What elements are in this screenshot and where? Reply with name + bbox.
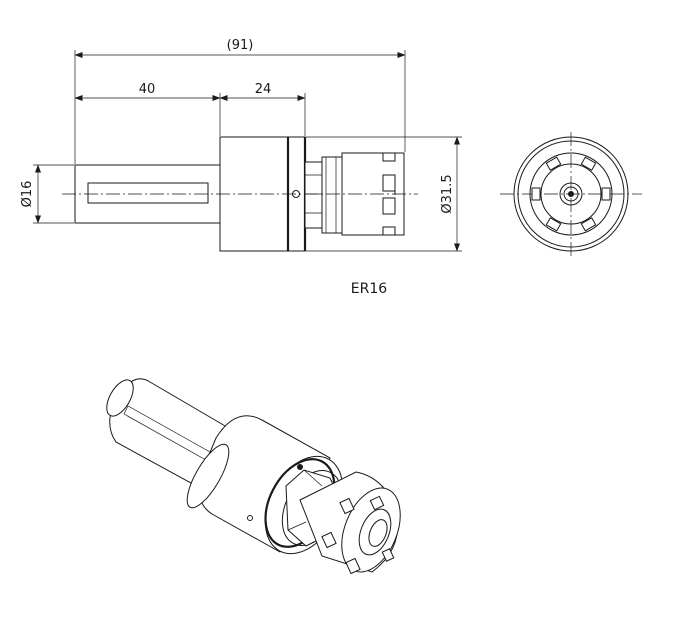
end-view-slot — [545, 217, 562, 232]
iso-collet-slot — [369, 495, 385, 511]
iso-collet-slot — [339, 497, 355, 515]
dimensions: (91) 40 24 Ø16 Ø31.5 — [20, 38, 462, 252]
outer-circle — [513, 136, 629, 252]
iso-collet-slot — [321, 531, 337, 549]
clamp-nut — [304, 161, 323, 229]
collet-nut-circle — [529, 152, 613, 236]
collet-bore — [559, 182, 583, 206]
end-view-slot — [545, 156, 562, 171]
dim-shank-length: 40 — [139, 82, 156, 97]
end-view-slot — [531, 187, 541, 201]
isometric-view — [106, 378, 401, 575]
end-view-slots — [531, 156, 611, 232]
shank-flat — [87, 182, 209, 204]
end-view-slot — [601, 187, 611, 201]
collet-slot — [382, 152, 396, 162]
dim-body-length: 24 — [255, 82, 272, 97]
dim-overall-length: (91) — [227, 38, 254, 53]
iso-collet-slot — [345, 557, 361, 575]
iso-collet-slot — [381, 548, 395, 562]
iso-set-screw — [247, 515, 253, 521]
dim-shank-diameter: Ø16 — [20, 181, 35, 208]
collet-slot — [382, 197, 396, 215]
dim-body-diameter: Ø31.5 — [440, 174, 455, 213]
end-view-slot — [580, 156, 597, 171]
side-view — [62, 136, 418, 252]
collet-ring — [321, 156, 343, 234]
model-label: ER16 — [351, 281, 387, 297]
collet-slot — [382, 226, 396, 236]
end-view-slot — [580, 217, 597, 232]
collet-slot — [382, 174, 396, 192]
end-view — [500, 132, 642, 256]
